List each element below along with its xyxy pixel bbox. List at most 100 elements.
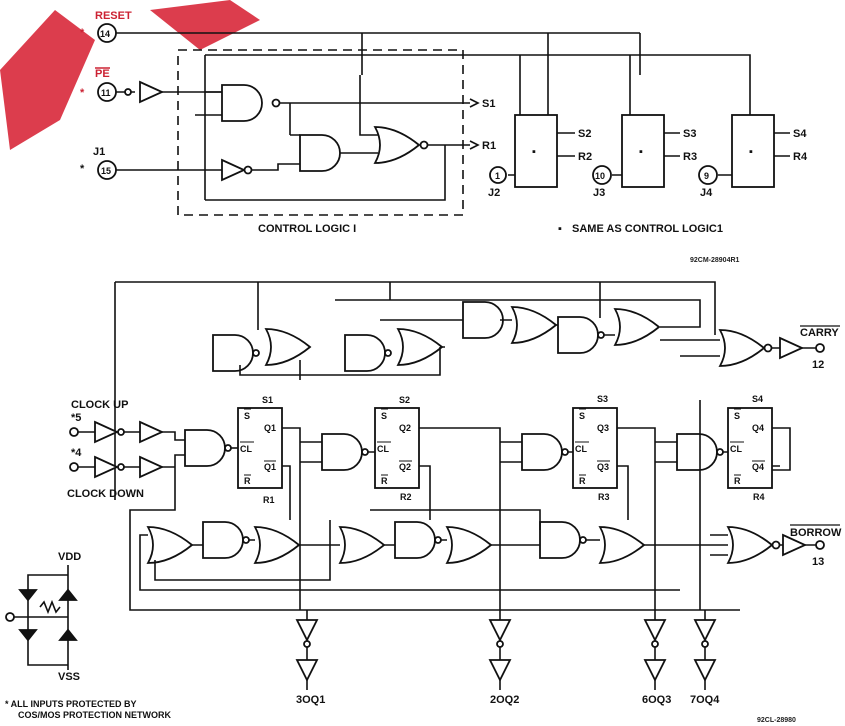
borrow-label: BORROW bbox=[790, 527, 842, 539]
clock-gate-4 bbox=[676, 433, 718, 471]
watermark bbox=[0, 0, 260, 150]
ff2-sbar: S bbox=[381, 411, 387, 421]
clock-up-input[interactable] bbox=[69, 427, 79, 437]
pe-bus bbox=[162, 54, 751, 200]
clock-gate-2 bbox=[321, 433, 363, 471]
ff2-s-label: S2 bbox=[399, 395, 410, 405]
upper-or-3 bbox=[511, 306, 557, 344]
lower-or-3 bbox=[339, 526, 385, 564]
clock-up-bubble-1 bbox=[117, 428, 125, 436]
lower-nand-1 bbox=[202, 521, 244, 559]
j2-label: J2 bbox=[488, 187, 500, 199]
r1-out-label: R1 bbox=[482, 140, 496, 152]
clock-down-wires bbox=[78, 454, 740, 611]
control-block-2 bbox=[514, 114, 558, 188]
ff1-cl: CL bbox=[240, 444, 252, 454]
lower-nand-2 bbox=[394, 521, 436, 559]
block-3-wires bbox=[612, 132, 680, 176]
control-nor-gate bbox=[374, 126, 420, 164]
block-4-wires bbox=[718, 132, 790, 176]
control-logic-title: CONTROL LOGIC I bbox=[258, 223, 356, 235]
clock-up-inverter-1 bbox=[94, 421, 118, 443]
protection-note-1: * ALL INPUTS PROTECTED BY bbox=[5, 699, 137, 709]
upper-or-4 bbox=[614, 308, 660, 346]
pin-j2[interactable] bbox=[489, 166, 507, 184]
diode-1-icon bbox=[18, 589, 38, 602]
pe-buffer bbox=[139, 81, 163, 103]
clock-down-input[interactable] bbox=[69, 462, 79, 472]
pin-j4[interactable] bbox=[698, 165, 718, 185]
upper-nand-2 bbox=[344, 334, 386, 372]
j1-inverter bbox=[221, 159, 245, 181]
s1-arrow bbox=[469, 98, 480, 108]
q3-bubble bbox=[651, 640, 659, 648]
ff3-sbar: S bbox=[579, 411, 585, 421]
ff1-r: R bbox=[244, 476, 251, 486]
borrow-pin: 13 bbox=[812, 556, 824, 568]
upper-or-2 bbox=[397, 328, 443, 366]
pin-carry[interactable] bbox=[815, 343, 825, 353]
carry-wires bbox=[660, 339, 816, 357]
ff4-cl: CL bbox=[730, 444, 742, 454]
ff2-q: Q2 bbox=[399, 423, 411, 433]
repeat-blocks: ▪ S2 R2 1 J2 ▪ S3 R3 10 J3 ▪ S4 R4 9 J4 … bbox=[488, 114, 808, 264]
ff4-qbar: Q4 bbox=[752, 462, 764, 472]
clock-up-label: CLOCK UP bbox=[71, 399, 128, 411]
q2-bubble bbox=[496, 640, 504, 648]
ff3-r: R bbox=[579, 476, 586, 486]
lower-or-4 bbox=[446, 526, 492, 564]
ff1-s-label: S1 bbox=[262, 395, 273, 405]
j3-label: J3 bbox=[593, 187, 605, 199]
ff2-out-wires bbox=[419, 427, 501, 610]
diode-4-icon bbox=[58, 628, 78, 641]
ff4-s-label: S4 bbox=[752, 394, 763, 404]
q4-inverter-2 bbox=[693, 659, 717, 683]
upper-nand-1 bbox=[212, 334, 254, 372]
clock-gate-1-bubble bbox=[224, 444, 232, 452]
protection-network: VDD VSS * ALL INPUTS PROTECTED BY COS/MO… bbox=[5, 551, 172, 720]
reset-bus bbox=[116, 32, 641, 115]
figure-id-lower: 92CL-28980 bbox=[757, 717, 796, 724]
block-4-s: S4 bbox=[793, 128, 807, 140]
output-q4: 7OQ4 bbox=[690, 610, 720, 706]
ff1-rlabel: R1 bbox=[263, 495, 275, 505]
upper-nand-1-bubble bbox=[252, 349, 260, 357]
ff4-rlabel: R4 bbox=[753, 492, 765, 502]
watermark-shape-1 bbox=[0, 10, 95, 150]
ff4-q: Q4 bbox=[752, 423, 764, 433]
borrow-wires bbox=[644, 534, 816, 556]
inv-out-wire bbox=[252, 163, 300, 171]
j1-inverter-bubble bbox=[243, 165, 253, 175]
q4-out-label: 7OQ4 bbox=[690, 694, 720, 706]
ff4-out-wires bbox=[699, 400, 791, 610]
control-and-gate bbox=[299, 134, 341, 172]
ff3-q: Q3 bbox=[597, 423, 609, 433]
q3-inverter-2 bbox=[643, 659, 667, 683]
same-as-note: SAME AS CONTROL LOGIC1 bbox=[572, 223, 723, 235]
output-q1: 3OQ1 bbox=[295, 610, 325, 706]
j1-label: J1 bbox=[93, 146, 105, 158]
pin-j1-num: 15 bbox=[101, 166, 111, 176]
ff2-rlabel: R2 bbox=[400, 492, 412, 502]
reset-star: * bbox=[80, 27, 85, 39]
nor-bubble bbox=[419, 140, 429, 150]
upper-or-1 bbox=[265, 328, 311, 366]
reset-label: RESET bbox=[95, 10, 132, 22]
borrow-or-gate bbox=[727, 526, 773, 564]
pin-pe-num: 11 bbox=[101, 88, 111, 98]
output-q2: 2OQ2 bbox=[488, 610, 519, 706]
nand-bubble bbox=[271, 98, 281, 108]
control-nand-gate bbox=[221, 84, 263, 122]
pin-reset-num: 14 bbox=[100, 29, 110, 39]
clock-up-inverter-2 bbox=[139, 421, 163, 443]
j1-star: * bbox=[80, 163, 85, 175]
block-2-s: S2 bbox=[578, 128, 591, 140]
control-block-4 bbox=[731, 114, 775, 188]
pin-j3[interactable] bbox=[592, 165, 612, 185]
lower-row-wires bbox=[139, 509, 680, 591]
q4-bubble bbox=[701, 640, 709, 648]
r1-arrow bbox=[469, 140, 480, 150]
ff1-q: Q1 bbox=[264, 423, 276, 433]
nor-wires bbox=[205, 75, 470, 201]
pin-borrow[interactable] bbox=[815, 540, 825, 550]
